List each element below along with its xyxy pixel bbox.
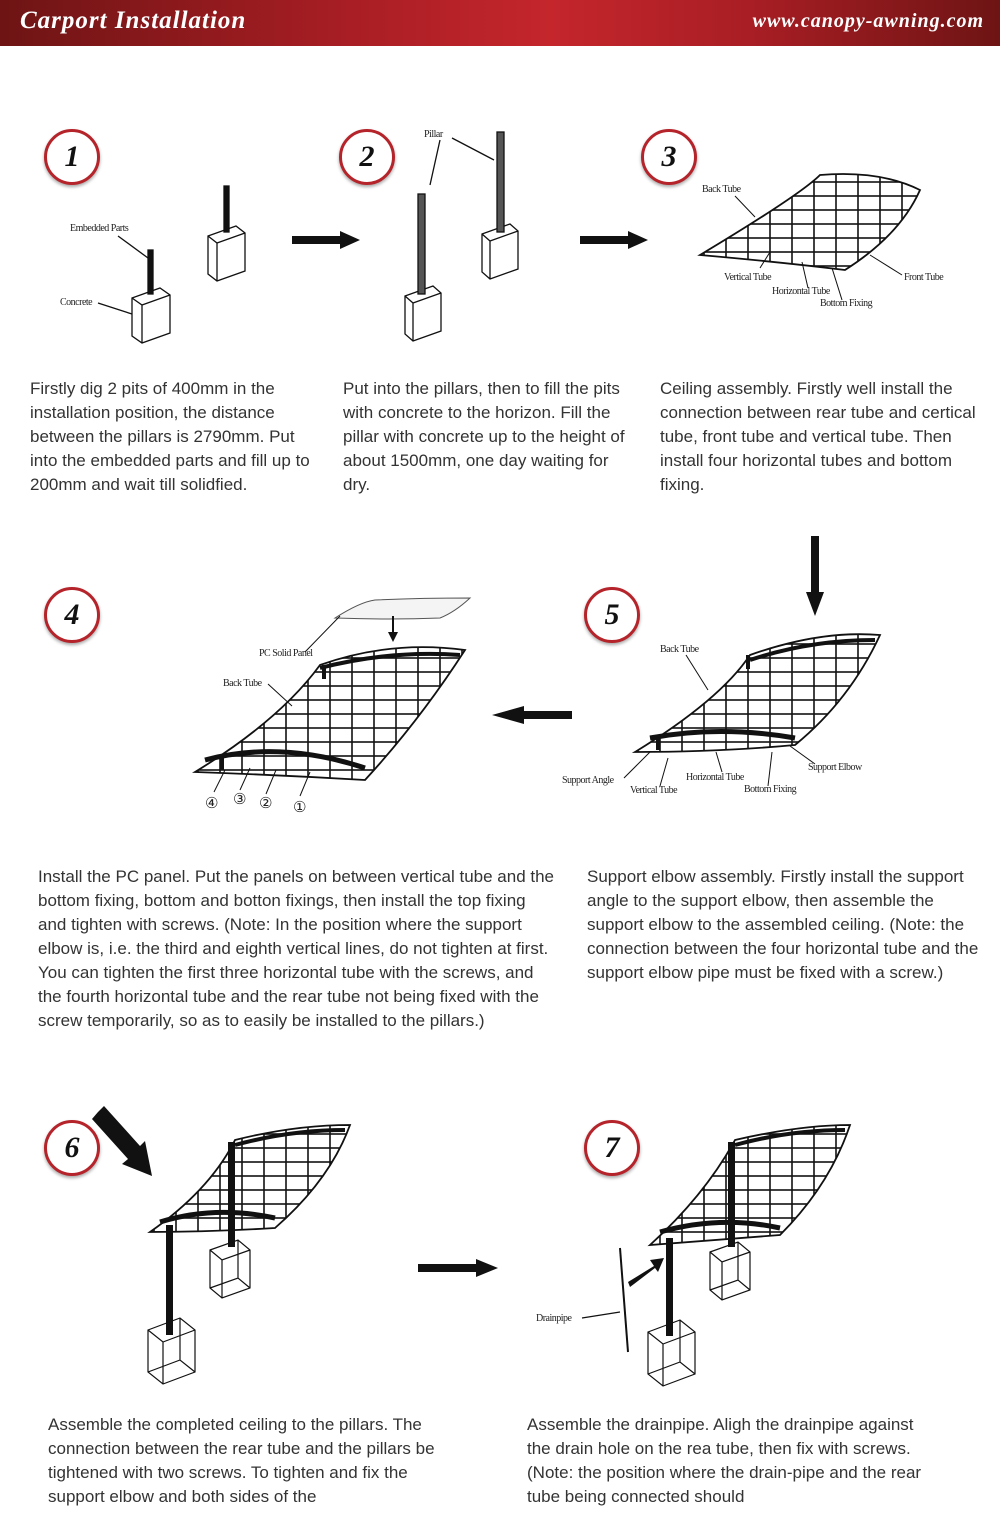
step-5-text: Support elbow assembly. Firstly install … — [587, 867, 979, 982]
step-2-illustration — [404, 131, 519, 342]
arrow-right-icon — [580, 231, 648, 249]
arrow-diagonal-icon — [92, 1106, 152, 1176]
concrete-block — [131, 287, 171, 344]
step-4-text: Install the PC panel. Put the panels on … — [38, 867, 555, 1030]
label-horizontal-tube: Horizontal Tube — [772, 286, 831, 297]
label-embedded-parts: Embedded Parts — [70, 223, 129, 234]
label-tube-3: ③ — [233, 790, 246, 808]
label-horizontal-tube: Horizontal Tube — [686, 772, 745, 783]
label-tube-1: ① — [293, 798, 306, 816]
label-tube-2: ② — [259, 794, 272, 812]
embedded-part-1 — [147, 249, 154, 295]
label-drainpipe: Drainpipe — [536, 1313, 573, 1324]
step-3-text: Ceiling assembly. Firstly well install t… — [660, 379, 976, 494]
step-7-badge: 7 — [584, 1120, 640, 1176]
step-6-illustration — [147, 1124, 352, 1385]
label-support-angle: Support Angle — [562, 775, 615, 786]
label-front-tube: Front Tube — [904, 272, 944, 283]
step-1-badge: 1 — [44, 129, 100, 185]
step-3-badge: 3 — [641, 129, 697, 185]
label-concrete: Concrete — [60, 297, 93, 308]
step-7-illustration — [581, 1124, 852, 1387]
arrow-left-icon — [492, 706, 572, 724]
embedded-part-2 — [223, 185, 230, 233]
label-back-tube: Back Tube — [660, 644, 700, 655]
step-1-text: Firstly dig 2 pits of 400mm in the insta… — [30, 379, 310, 494]
page-header: Carport Installation www.canopy-awning.c… — [0, 0, 1000, 46]
page-title: Carport Installation — [20, 7, 247, 34]
step-5-illustration — [623, 633, 882, 787]
label-vertical-tube: Vertical Tube — [630, 785, 678, 796]
arrow-down-icon — [806, 536, 824, 616]
label-bottom-fixing: Bottom Fixing — [820, 298, 873, 309]
label-bottom-fixing: Bottom Fixing — [744, 784, 797, 795]
arrow-right-icon — [418, 1259, 498, 1277]
step-5-badge: 5 — [584, 587, 640, 643]
label-vertical-tube: Vertical Tube — [724, 272, 772, 283]
step-1-illustration — [97, 185, 246, 344]
arrow-right-icon — [292, 231, 360, 249]
label-tube-4: ④ — [205, 794, 218, 812]
step-4-illustration — [191, 597, 472, 797]
step-4-badge: 4 — [44, 587, 100, 643]
label-pc-solid-panel: PC Solid Panel — [259, 648, 313, 659]
website-url: www.canopy-awning.com — [752, 10, 984, 32]
label-support-elbow: Support Elbow — [808, 762, 863, 773]
step-6-badge: 6 — [44, 1120, 100, 1176]
step-2-badge: 2 — [339, 129, 395, 185]
arrow-icon — [628, 1258, 664, 1287]
label-back-tube: Back Tube — [223, 678, 263, 689]
step-2-text: Put into the pillars, then to fill the p… — [343, 379, 625, 494]
step-6-text: Assemble the completed ceiling to the pi… — [48, 1415, 435, 1506]
step-7-text: Assemble the drainpipe. Aligh the drainp… — [527, 1415, 922, 1506]
step-3-illustration — [697, 173, 922, 301]
concrete-block — [207, 225, 246, 282]
label-back-tube: Back Tube — [702, 184, 742, 195]
label-pillar: Pillar — [424, 129, 444, 140]
